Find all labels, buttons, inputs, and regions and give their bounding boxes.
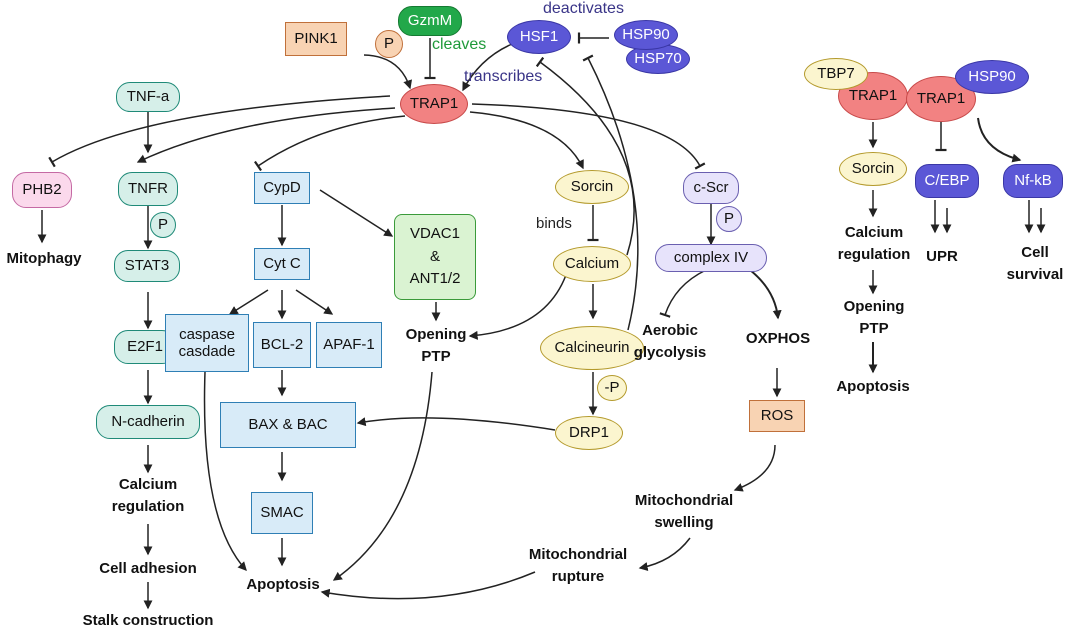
trap1-inhibits-cscr <box>471 103 706 170</box>
transcribes-annotation: transcribes <box>464 68 543 85</box>
smac-node: SMAC <box>251 492 313 534</box>
trap1-to-sorcin <box>469 111 584 170</box>
tbp7-node: TBP7 <box>804 58 868 90</box>
ncadherin-node: N-cadherin <box>96 405 200 439</box>
nfkb-node: Nf-kB <box>1003 164 1063 198</box>
calcium-regulation-label-right: Calcium regulation <box>837 224 911 263</box>
hsf1-transcribes-trap1 <box>462 43 513 92</box>
baxbac-node: BAX & BAC <box>220 402 356 448</box>
tnfa-node: TNF-a <box>116 82 180 112</box>
phb2-node: PHB2 <box>12 172 72 208</box>
ros-to-swelling <box>733 444 776 492</box>
deactivates-annotation: deactivates <box>543 0 624 17</box>
cleaves-annotation: cleaves <box>432 36 487 53</box>
complex-iv-node: complex IV <box>655 244 767 272</box>
mitochondrial-rupture-label: Mitochondrial rupture <box>528 546 628 585</box>
upr-label: UPR <box>926 248 958 265</box>
dephosphorylation-node: -P <box>597 375 627 401</box>
cell-adhesion-label: Cell adhesion <box>99 560 197 577</box>
apoptosis-label-main: Apoptosis <box>246 576 320 593</box>
cscr-node: c-Scr <box>683 172 739 204</box>
gzmm-node: GzmM <box>398 6 462 36</box>
caspase-cascade-node: caspase casdade <box>165 314 249 372</box>
cebp-node: C/EBP <box>915 164 979 198</box>
hsf1-node: HSF1 <box>507 20 571 54</box>
ros-node: ROS <box>749 400 805 432</box>
hsp90-node-right: HSP90 <box>955 60 1029 94</box>
oxphos-label: OXPHOS <box>745 330 811 347</box>
drp1-node: DRP1 <box>555 416 623 450</box>
calcineurin-node: Calcineurin <box>540 326 644 370</box>
bcl2-node: BCL-2 <box>253 322 311 368</box>
hsp90-node-top: HSP90 <box>614 20 678 50</box>
swelling-to-rupture <box>638 537 691 572</box>
drp1-to-baxbac <box>356 417 556 431</box>
tnfr-node: TNFR <box>118 172 178 206</box>
vdac-ant-node: VDAC1 & ANT1/2 <box>394 214 476 300</box>
pink1-node: PINK1 <box>285 22 347 56</box>
cypd-node: CypD <box>254 172 310 204</box>
opening-ptp-label: Opening PTP <box>405 326 467 365</box>
stalk-construction-label: Stalk construction <box>82 612 214 629</box>
binds-annotation: binds <box>536 215 572 232</box>
calcium-regulation-label: Calcium regulation <box>111 476 185 515</box>
cytc-to-caspase <box>228 289 269 315</box>
rupture-to-apoptosis <box>320 571 536 600</box>
trap1-node: TRAP1 <box>400 84 468 124</box>
phosphate-tnfr: P <box>150 212 176 238</box>
stat3-node: STAT3 <box>114 250 180 282</box>
phosphate-pink1: P <box>375 30 403 58</box>
trap1-inhibits-cypd <box>254 115 406 172</box>
calcium-inhibits-hsf1 <box>535 56 635 256</box>
trap1-to-tnfr <box>136 107 396 163</box>
apaf1-node: APAF-1 <box>316 322 382 368</box>
cytc-to-apaf1 <box>295 289 334 315</box>
calcium-to-opening-ptp <box>468 274 567 340</box>
cytc-node: Cyt C <box>254 248 310 280</box>
caspase-to-apoptosis <box>203 371 247 571</box>
trap1-inhibits-phb2 <box>48 95 391 168</box>
mitochondrial-swelling-label: Mitochondrial swelling <box>634 492 734 531</box>
cell-survival-label: Cell survival <box>1006 244 1064 283</box>
calcium-node: Calcium <box>553 246 631 282</box>
phosphate-cscr: P <box>716 206 742 232</box>
trap1r2-to-nfkb <box>977 117 1022 163</box>
opening-ptp-to-apoptosis <box>332 371 433 581</box>
mitophagy-label: Mitophagy <box>6 250 82 267</box>
aerobic-glycolysis-label: Aerobic glycolysis <box>633 322 707 361</box>
sorcin-node: Sorcin <box>555 170 629 204</box>
complex4-inhibits-glycolysis <box>659 269 707 318</box>
complex4-to-oxphos <box>749 269 782 320</box>
cypd-to-vdac <box>319 189 394 237</box>
pink1-to-trap1-arrow <box>363 54 413 90</box>
apoptosis-label-right: Apoptosis <box>836 378 910 395</box>
opening-ptp-label-right: Opening PTP <box>843 298 905 337</box>
sorcin-node-right: Sorcin <box>839 152 907 186</box>
